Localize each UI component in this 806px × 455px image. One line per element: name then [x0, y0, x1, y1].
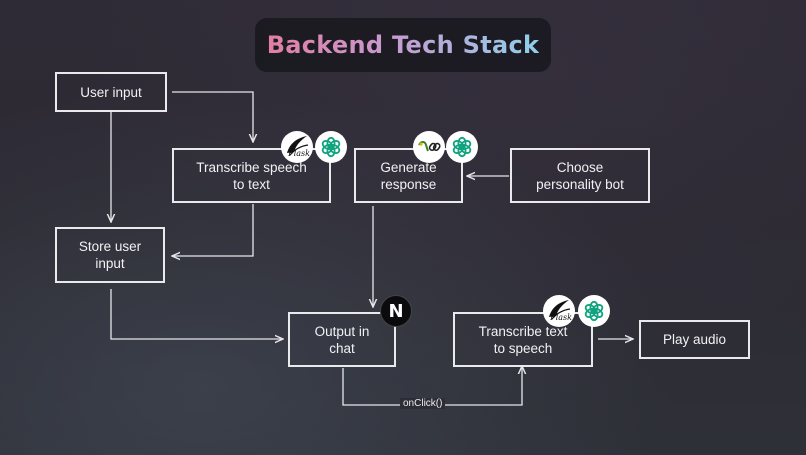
openai-icon: [315, 131, 347, 163]
langchain-icon: [413, 131, 445, 163]
flask-icon: Flask: [281, 131, 313, 163]
nextjs-icon: N: [380, 295, 412, 327]
node-choose-personality: Choose personality bot: [510, 148, 650, 203]
flask-icon: Flask: [543, 295, 575, 327]
node-user-input: User input: [55, 72, 167, 112]
node-store-user-input: Store user input: [55, 227, 165, 283]
edge-user-to-transcribe: [172, 91, 253, 142]
flask-label: Flask: [550, 313, 572, 322]
openai-icon: [446, 131, 478, 163]
node-transcribe-speech: Transcribe speech to text: [172, 148, 331, 203]
diagram-title: Backend Tech Stack: [266, 31, 540, 59]
edge-store-to-output: [110, 289, 283, 339]
edge-transcribe-to-store: [172, 204, 254, 256]
openai-icon: [578, 295, 610, 327]
node-generate-response: Generate response: [354, 148, 463, 203]
edge-label-onclick: onClick(): [400, 398, 446, 409]
nextjs-letter: N: [388, 300, 404, 322]
node-output-in-chat: Output in chat: [288, 312, 396, 367]
flask-label: Flask: [288, 149, 310, 158]
node-play-audio: Play audio: [639, 320, 750, 359]
title-banner: Backend Tech Stack: [255, 18, 551, 72]
node-transcribe-text: Transcribe text to speech: [453, 312, 593, 367]
